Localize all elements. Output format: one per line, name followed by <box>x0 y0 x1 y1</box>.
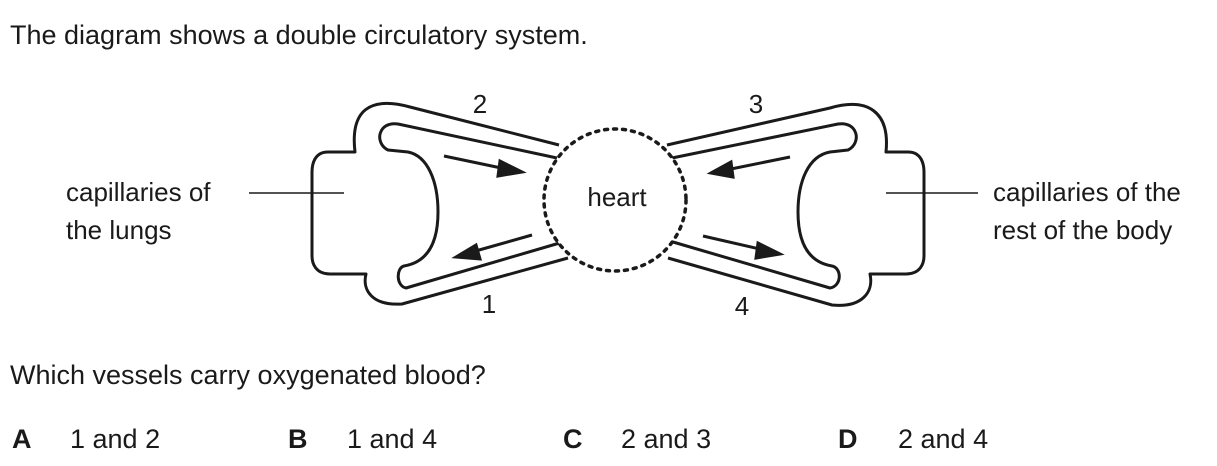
lung-loop-outer <box>310 101 569 306</box>
arrow-vessel-3-head <box>706 159 735 179</box>
lung-loop-inner <box>378 122 564 290</box>
question-intro: The diagram shows a double circulatory s… <box>10 20 588 50</box>
option-a-letter: A <box>12 424 32 454</box>
lungs-label-line-2: the lungs <box>66 215 172 245</box>
arrow-vessel-1-head <box>451 242 483 261</box>
vessel-label-1: 1 <box>482 289 496 319</box>
body-label-line-2: rest of the body <box>993 215 1172 245</box>
option-d-text: 2 and 4 <box>898 424 989 454</box>
flow-arrows <box>443 154 791 261</box>
arrow-vessel-3 <box>725 155 791 172</box>
heart-circle <box>542 127 688 273</box>
body-loop-inner <box>671 122 858 290</box>
arrow-vessel-4 <box>702 234 765 252</box>
arrow-vessel-4-head <box>754 240 785 260</box>
heart-label: heart <box>587 182 647 212</box>
option-a[interactable]: A 1 and 2 <box>12 424 160 455</box>
vessel-label-3: 3 <box>749 89 763 119</box>
option-b-letter: B <box>288 424 308 454</box>
body-loop-outer <box>666 103 926 307</box>
option-c-letter: C <box>563 424 583 454</box>
circulatory-diagram: heart 1 2 3 4 capillaries of the lungs c… <box>66 89 1181 321</box>
option-c[interactable]: C 2 and 3 <box>563 424 711 455</box>
lungs-label-line-1: capillaries of <box>66 177 211 207</box>
vessel-label-4: 4 <box>735 291 749 321</box>
option-d-letter: D <box>838 424 858 454</box>
arrow-vessel-2 <box>443 154 507 171</box>
arrow-vessel-1 <box>471 233 533 254</box>
arrow-vessel-2-head <box>496 158 527 178</box>
option-a-text: 1 and 2 <box>70 424 161 454</box>
body-label-line-1: capillaries of the <box>993 177 1181 207</box>
vessel-label-2: 2 <box>473 89 487 119</box>
question-prompt: Which vessels carry oxygenated blood? <box>10 360 486 390</box>
option-d[interactable]: D 2 and 4 <box>838 424 988 455</box>
option-b[interactable]: B 1 and 4 <box>288 424 437 455</box>
option-c-text: 2 and 3 <box>621 424 712 454</box>
option-b-text: 1 and 4 <box>347 424 438 454</box>
